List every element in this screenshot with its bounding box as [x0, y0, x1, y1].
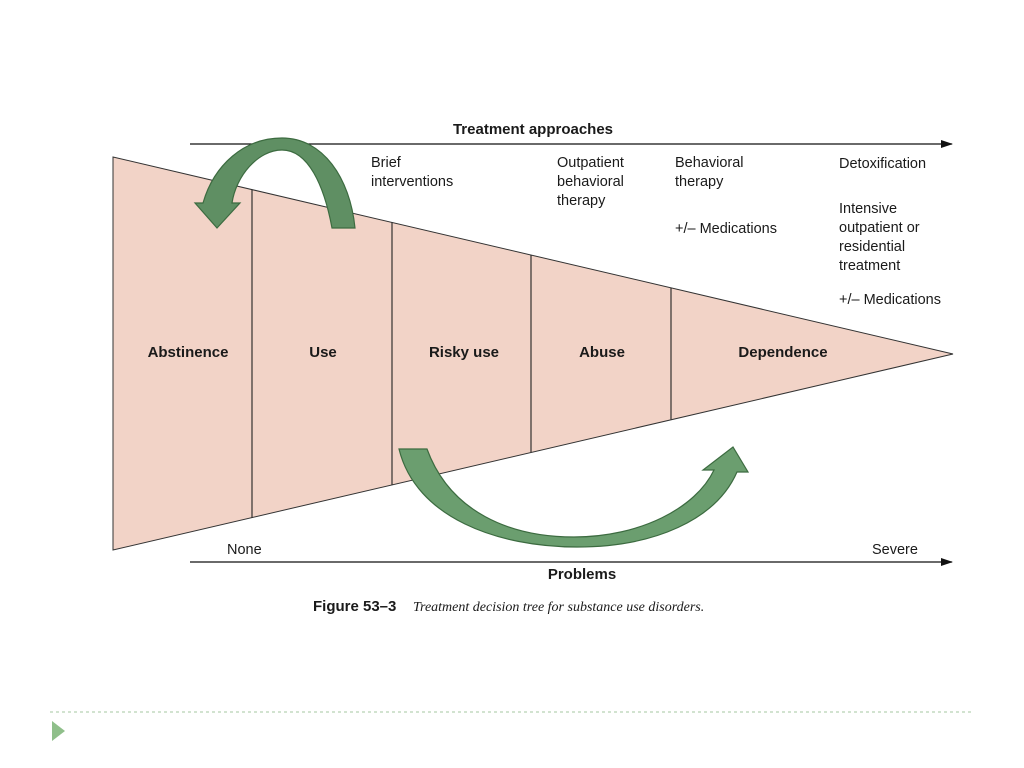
problems-axis: None Severe Problems: [190, 542, 953, 583]
approach-medications: +/– Medications: [675, 221, 777, 237]
relapse-curved-arrow: [193, 137, 356, 229]
caption-number: Figure 53–3: [313, 598, 396, 615]
problems-severe-label: Severe: [872, 542, 918, 558]
figure-caption: Figure 53–3 Treatment decision tree for …: [313, 598, 704, 615]
approach-line: Outpatient: [557, 155, 624, 171]
approach-line: therapy: [675, 174, 724, 190]
stage-abstinence: Abstinence: [148, 344, 229, 361]
approach-line: Behavioral: [675, 155, 744, 171]
approach-line: residential: [839, 239, 905, 255]
approach-outpatient-behavioral-therapy: Outpatient behavioral therapy: [557, 155, 624, 209]
wedge-shape: [112, 156, 954, 551]
approach-line: interventions: [371, 174, 453, 190]
approach-line: Intensive: [839, 201, 897, 217]
approach-line: Brief: [371, 155, 402, 171]
approach-detoxification: Detoxification: [839, 156, 926, 172]
caption-text: Treatment decision tree for substance us…: [413, 600, 704, 615]
approach-medications: +/– Medications: [839, 292, 941, 308]
treatment-axis: Treatment approaches: [190, 121, 953, 148]
play-triangle-icon: [52, 721, 65, 741]
approach-line: outpatient or: [839, 220, 920, 236]
approach-behavioral-therapy: Behavioral therapy +/– Medications: [675, 155, 777, 237]
approach-line: therapy: [557, 193, 606, 209]
treatment-axis-title: Treatment approaches: [453, 121, 613, 138]
stage-abuse: Abuse: [579, 344, 625, 361]
approach-line: behavioral: [557, 174, 624, 190]
stage-use: Use: [309, 344, 337, 361]
severity-wedge: Abstinence Use Risky use Abuse Dependenc…: [112, 156, 954, 551]
escalation-curved-arrow: [398, 446, 750, 548]
approach-line: Detoxification: [839, 156, 926, 172]
approach-line: treatment: [839, 258, 900, 274]
stage-risky-use: Risky use: [429, 344, 499, 361]
approach-intensive-treatment: Intensive outpatient or residential trea…: [839, 201, 941, 308]
problems-none-label: None: [227, 542, 262, 558]
stage-dependence: Dependence: [738, 344, 827, 361]
problems-axis-title: Problems: [548, 566, 616, 583]
approach-brief-interventions: Brief interventions: [371, 155, 453, 190]
